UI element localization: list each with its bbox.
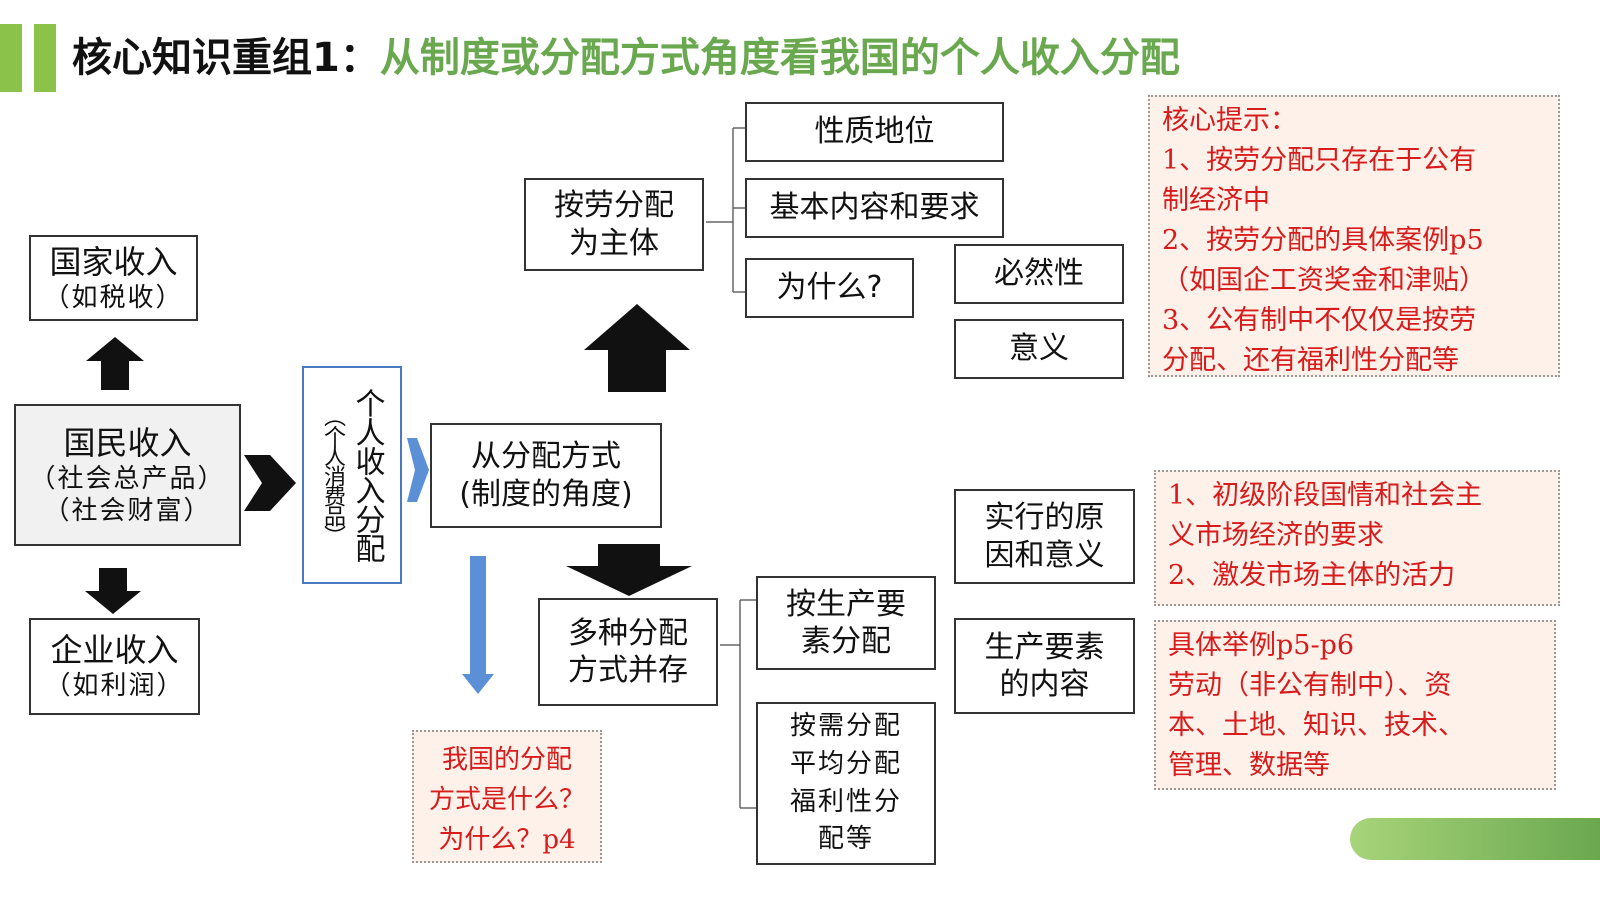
other-modes-line3: 福利性分: [789, 786, 902, 817]
other-modes-line4: 配等: [817, 824, 874, 855]
coexist-box: 多种分配 方式并存: [538, 598, 718, 706]
reasons-note: 1、初级阶段国情和社会主 义市场经济的要求 2、激发市场主体的活力: [1154, 470, 1560, 606]
labor-principal-line2: 为主体: [569, 225, 659, 261]
title-main: 从制度或分配方式角度看我国的个人收入分配: [379, 35, 1180, 81]
title-accent-bar-inner: [34, 24, 56, 92]
national-revenue-example: （如税收）: [43, 282, 184, 313]
other-modes-line2: 平均分配: [789, 748, 902, 779]
coexist-line1: 多种分配: [568, 615, 688, 651]
core-tips-line: 制经济中: [1162, 185, 1270, 216]
examples-line: 本、土地、知识、技术、: [1168, 710, 1465, 741]
reasons-line: 2、激发市场主体的活力: [1168, 560, 1456, 591]
basic-content-box: 基本内容和要求: [745, 178, 1004, 238]
personal-distribution-box: 个人收入分配 （个人消费品）: [302, 366, 402, 584]
question-line: 我国的分配: [441, 745, 572, 775]
question-line: 方式是什么？: [428, 785, 585, 815]
inevitability-label: 必然性: [994, 256, 1084, 292]
national-revenue-box: 国家收入 （如税收）: [29, 235, 198, 321]
bracket-coexist: [720, 599, 756, 809]
labor-principal-box: 按劳分配 为主体: [524, 178, 704, 271]
why-box: 为什么?: [745, 258, 914, 318]
reasons-line: 义市场经济的要求: [1168, 520, 1384, 551]
significance-box: 意义: [954, 319, 1124, 379]
inevitability-box: 必然性: [954, 244, 1124, 304]
personal-distribution-paren: （个人消费品）: [320, 405, 345, 545]
factor-content-box: 生产要素 的内容: [954, 618, 1135, 714]
by-factors-line1: 按生产要: [786, 586, 906, 622]
other-modes-line1: 按需分配: [789, 711, 902, 742]
national-income-sub1: （社会总产品）: [29, 463, 226, 494]
distribution-mode-line2: (制度的角度): [459, 476, 633, 512]
reason-meaning-box: 实行的原 因和意义: [954, 489, 1135, 584]
national-income-box: 国民收入 （社会总产品） （社会财富）: [14, 404, 241, 546]
basic-content-label: 基本内容和要求: [769, 190, 980, 226]
enterprise-income-box: 企业收入 （如利润）: [29, 618, 200, 715]
examples-line: 劳动（非公有制中）、资: [1168, 670, 1452, 701]
core-tips-heading: 核心提示：: [1162, 105, 1297, 136]
arrow-down-to-question-note: [462, 556, 494, 694]
arrow-right-to-distribution-mode: [407, 438, 429, 502]
core-tips-line: 2、按劳分配的具体案例p5: [1162, 225, 1484, 256]
national-income-label: 国民收入: [63, 423, 192, 462]
enterprise-income-example: （如利润）: [44, 671, 185, 702]
examples-note: 具体举例p5-p6 劳动（非公有制中）、资 本、土地、知识、技术、 管理、数据等: [1154, 620, 1556, 790]
reason-meaning-line1: 实行的原: [984, 500, 1105, 535]
personal-distribution-label: 个人收入分配: [349, 388, 385, 562]
core-tips-line: （如国企工资奖金和津贴）: [1162, 265, 1486, 296]
arrow-right-to-personal-distribution: [244, 455, 296, 511]
arrow-down-to-enterprise-income: [85, 568, 141, 614]
arrow-up-to-labor-principal: [584, 304, 690, 392]
distribution-mode-box: 从分配方式 (制度的角度): [430, 423, 662, 528]
factor-content-line1: 生产要素: [984, 629, 1105, 665]
examples-heading: 具体举例p5-p6: [1168, 630, 1355, 661]
title-accent-bar-outer: [0, 24, 22, 92]
significance-label: 意义: [1009, 331, 1069, 367]
other-modes-box: 按需分配 平均分配 福利性分 配等: [756, 702, 936, 865]
core-tips-note: 核心提示： 1、按劳分配只存在于公有 制经济中 2、按劳分配的具体案例p5 （如…: [1148, 95, 1560, 377]
arrow-up-to-national-revenue: [86, 337, 144, 390]
reason-meaning-line2: 因和意义: [984, 537, 1105, 573]
why-label: 为什么?: [776, 270, 883, 306]
national-income-sub2: （社会财富）: [43, 496, 212, 526]
core-tips-line: 1、按劳分配只存在于公有: [1162, 145, 1477, 176]
by-factors-box: 按生产要 素分配: [756, 576, 936, 670]
distribution-mode-line1: 从分配方式: [471, 439, 621, 474]
nature-status-label: 性质地位: [814, 114, 935, 150]
nature-status-box: 性质地位: [745, 102, 1004, 162]
labor-principal-line1: 按劳分配: [554, 188, 674, 223]
core-tips-line: 3、公有制中不仅仅是按劳: [1162, 305, 1477, 336]
question-note: 我国的分配 方式是什么？ 为什么？p4: [412, 730, 602, 863]
national-revenue-label: 国家收入: [49, 242, 178, 281]
by-factors-line2: 素分配: [801, 624, 891, 659]
title-prefix: 核心知识重组1：: [72, 35, 380, 81]
corner-decoration: [1350, 818, 1600, 860]
bracket-labor-principal: [706, 127, 745, 293]
page-title: 核心知识重组1：从制度或分配方式角度看我国的个人收入分配: [72, 30, 1180, 86]
question-line: 为什么？p4: [438, 825, 576, 855]
core-tips-line: 分配、还有福利性分配等: [1162, 345, 1459, 376]
examples-line: 管理、数据等: [1168, 750, 1330, 781]
reasons-line: 1、初级阶段国情和社会主: [1168, 480, 1483, 511]
coexist-line2: 方式并存: [568, 653, 688, 688]
arrow-down-to-coexist: [566, 544, 692, 596]
factor-content-line2: 的内容: [999, 667, 1090, 702]
enterprise-income-label: 企业收入: [50, 631, 179, 670]
